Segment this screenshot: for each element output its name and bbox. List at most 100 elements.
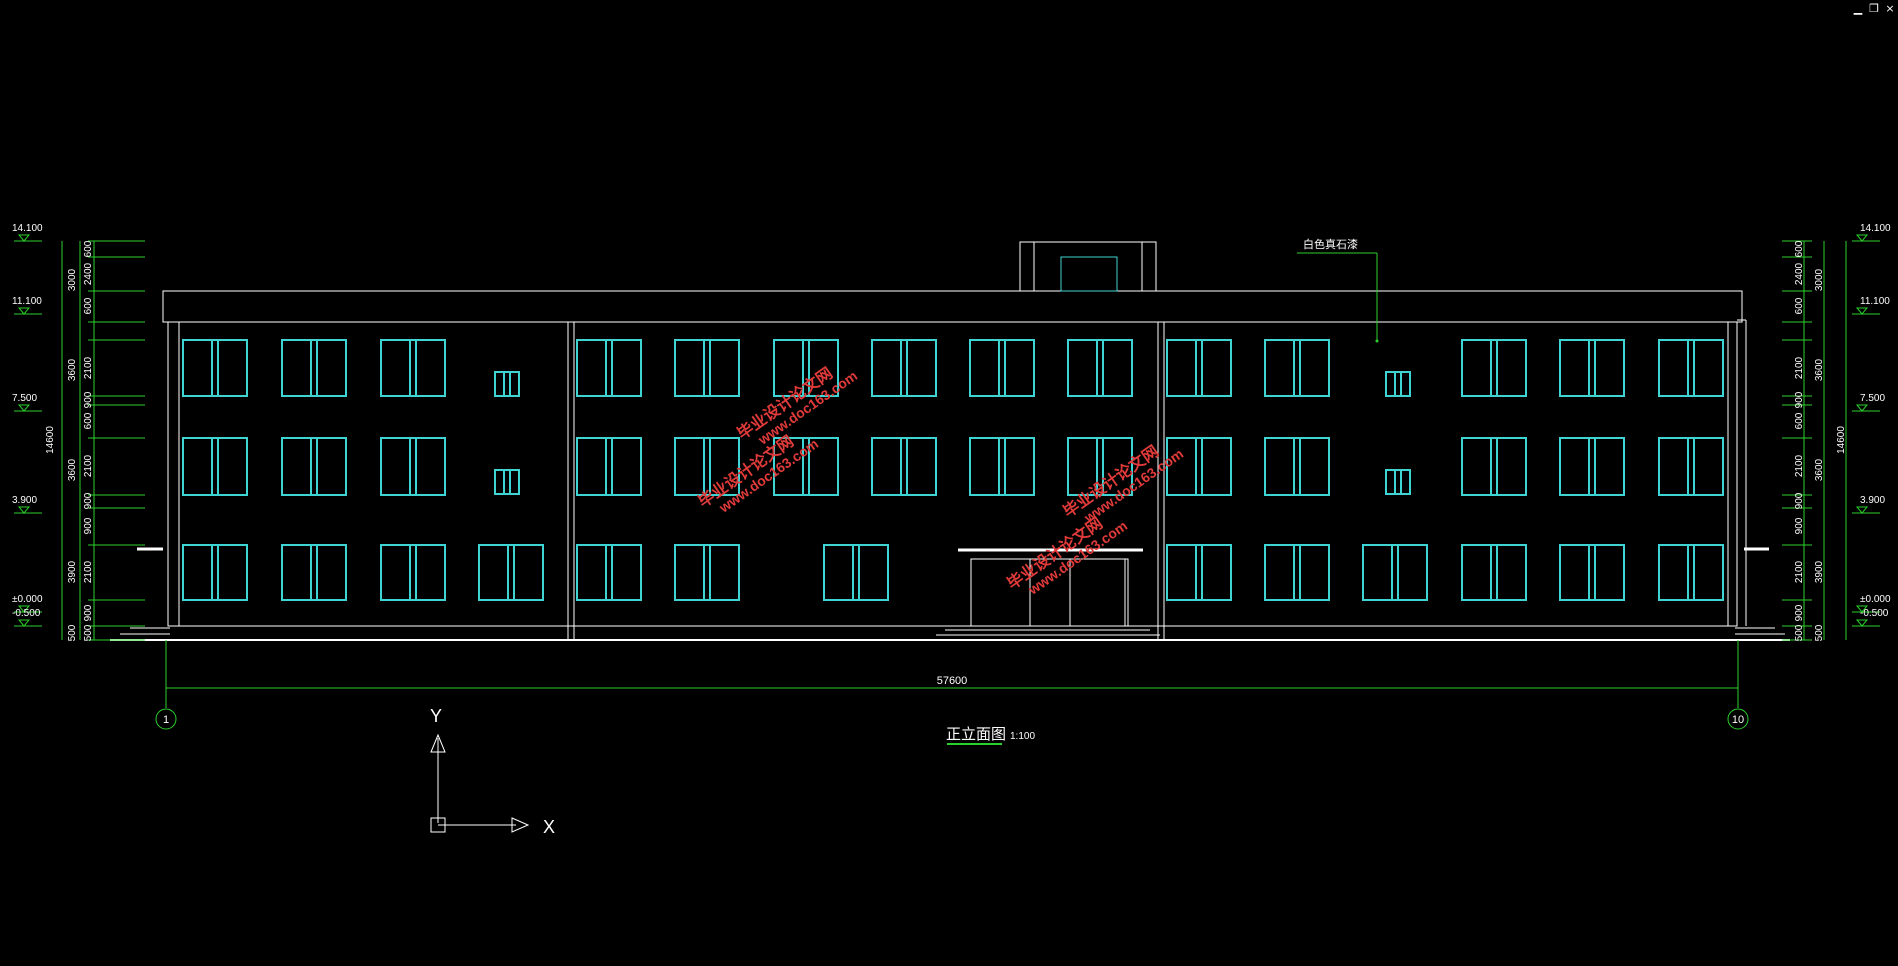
level-label: 11.100 (1860, 296, 1890, 307)
dimension-group: 14.10011.1007.5003.900±0.000-0.50014.100… (12, 223, 1891, 730)
level-triangle (17, 307, 31, 315)
window-unit (1461, 437, 1527, 496)
dim-outer-left: 3000 (67, 268, 78, 291)
material-note: 白色真石漆 (1303, 237, 1358, 251)
ucs-origin-box (430, 817, 446, 833)
level-label: ±0.000 (1860, 594, 1891, 605)
restore-icon[interactable]: ❐ (1869, 2, 1879, 15)
building-outline (110, 241, 1790, 641)
minimize-icon[interactable]: ▁ (1853, 2, 1863, 15)
dim-inner-left: 900 (83, 604, 94, 621)
window-frame (1658, 544, 1724, 601)
dim-outer-left: 500 (67, 624, 78, 641)
roof-structure (1019, 241, 1157, 292)
ucs-y-label: Y (430, 706, 442, 726)
window-frame (969, 339, 1035, 397)
level-triangle (1855, 404, 1869, 412)
level-label: -0.500 (1860, 608, 1889, 619)
window-frame (380, 437, 446, 496)
window-frame (1461, 339, 1527, 397)
close-icon[interactable]: × (1885, 2, 1895, 15)
overall-dimension-text: 57600 (937, 675, 968, 687)
dim-inner-right: 2400 (1794, 262, 1805, 285)
dim-inner-right: 900 (1794, 517, 1805, 534)
window-unit (674, 437, 740, 496)
dim-outer-left: 3600 (67, 458, 78, 481)
window-unit (1067, 339, 1133, 397)
level-triangle (1855, 506, 1869, 514)
window-unit (969, 437, 1035, 496)
window-frame (969, 437, 1035, 496)
window-frame (1461, 544, 1527, 601)
level-label: 7.500 (1860, 393, 1885, 404)
window-frame (674, 544, 740, 601)
dim-total-right: 14600 (1836, 426, 1847, 454)
window-unit (1166, 544, 1232, 601)
watermark-group: 毕业设计论文网www.doc163.com毕业设计论文网www.doc163.c… (694, 363, 1186, 598)
level-triangle (17, 605, 31, 613)
window-frame (674, 339, 740, 397)
window-frame (1559, 544, 1625, 601)
window-frame (871, 437, 937, 496)
dim-outer-right: 3900 (1814, 560, 1825, 583)
level-label: 11.100 (12, 296, 42, 307)
dim-inner-right: 2100 (1794, 356, 1805, 379)
window-unit (1385, 371, 1411, 397)
window-unit (380, 339, 446, 397)
window-frame (281, 437, 347, 496)
level-label: 14.100 (1860, 223, 1891, 234)
window-frame (1559, 437, 1625, 496)
window-frame (871, 339, 937, 397)
dim-inner-left: 600 (83, 297, 94, 314)
window-frame (182, 437, 248, 496)
window-frame (494, 371, 520, 397)
level-triangle (17, 506, 31, 514)
level-label: -0.500 (12, 608, 41, 619)
dim-inner-left: 500 (83, 624, 94, 641)
window-unit (1461, 544, 1527, 601)
window-frame (1385, 469, 1411, 495)
dim-inner-left: 900 (83, 517, 94, 534)
window-frame (1385, 371, 1411, 397)
window-unit (871, 437, 937, 496)
dim-inner-left: 2400 (83, 262, 94, 285)
roof-window (1060, 256, 1118, 292)
dim-inner-left: 2100 (83, 560, 94, 583)
axis-label-start: 1 (163, 714, 169, 726)
window-unit (1559, 544, 1625, 601)
dim-inner-right: 600 (1794, 240, 1805, 257)
window-frame (576, 339, 642, 397)
dim-inner-left: 600 (83, 240, 94, 257)
dim-inner-left: 2100 (83, 454, 94, 477)
dim-total-left: 14600 (45, 426, 56, 454)
leader-dot (1375, 339, 1379, 343)
window-frame (1658, 437, 1724, 496)
drawing-title: 正立面图 (946, 725, 1006, 743)
level-label: 14.100 (12, 223, 43, 234)
window-unit (674, 339, 740, 397)
window-unit (494, 371, 520, 397)
window-unit (576, 339, 642, 397)
dim-outer-right: 3600 (1814, 358, 1825, 381)
window-frame (1264, 437, 1330, 496)
window-frame (1067, 339, 1133, 397)
window-unit (1166, 437, 1232, 496)
window-unit (1385, 469, 1411, 495)
window-unit (281, 544, 347, 601)
window-frame (380, 339, 446, 397)
window-unit (478, 544, 544, 601)
level-triangle (1855, 234, 1869, 242)
window-frame (1264, 339, 1330, 397)
dim-inner-left: 900 (83, 391, 94, 408)
window-unit (1166, 339, 1232, 397)
window-frame (494, 469, 520, 495)
window-frame (1264, 544, 1330, 601)
window-unit (281, 437, 347, 496)
ucs-y-arrow (430, 733, 446, 753)
level-triangle (17, 234, 31, 242)
window-unit (1658, 437, 1724, 496)
window-unit (674, 544, 740, 601)
